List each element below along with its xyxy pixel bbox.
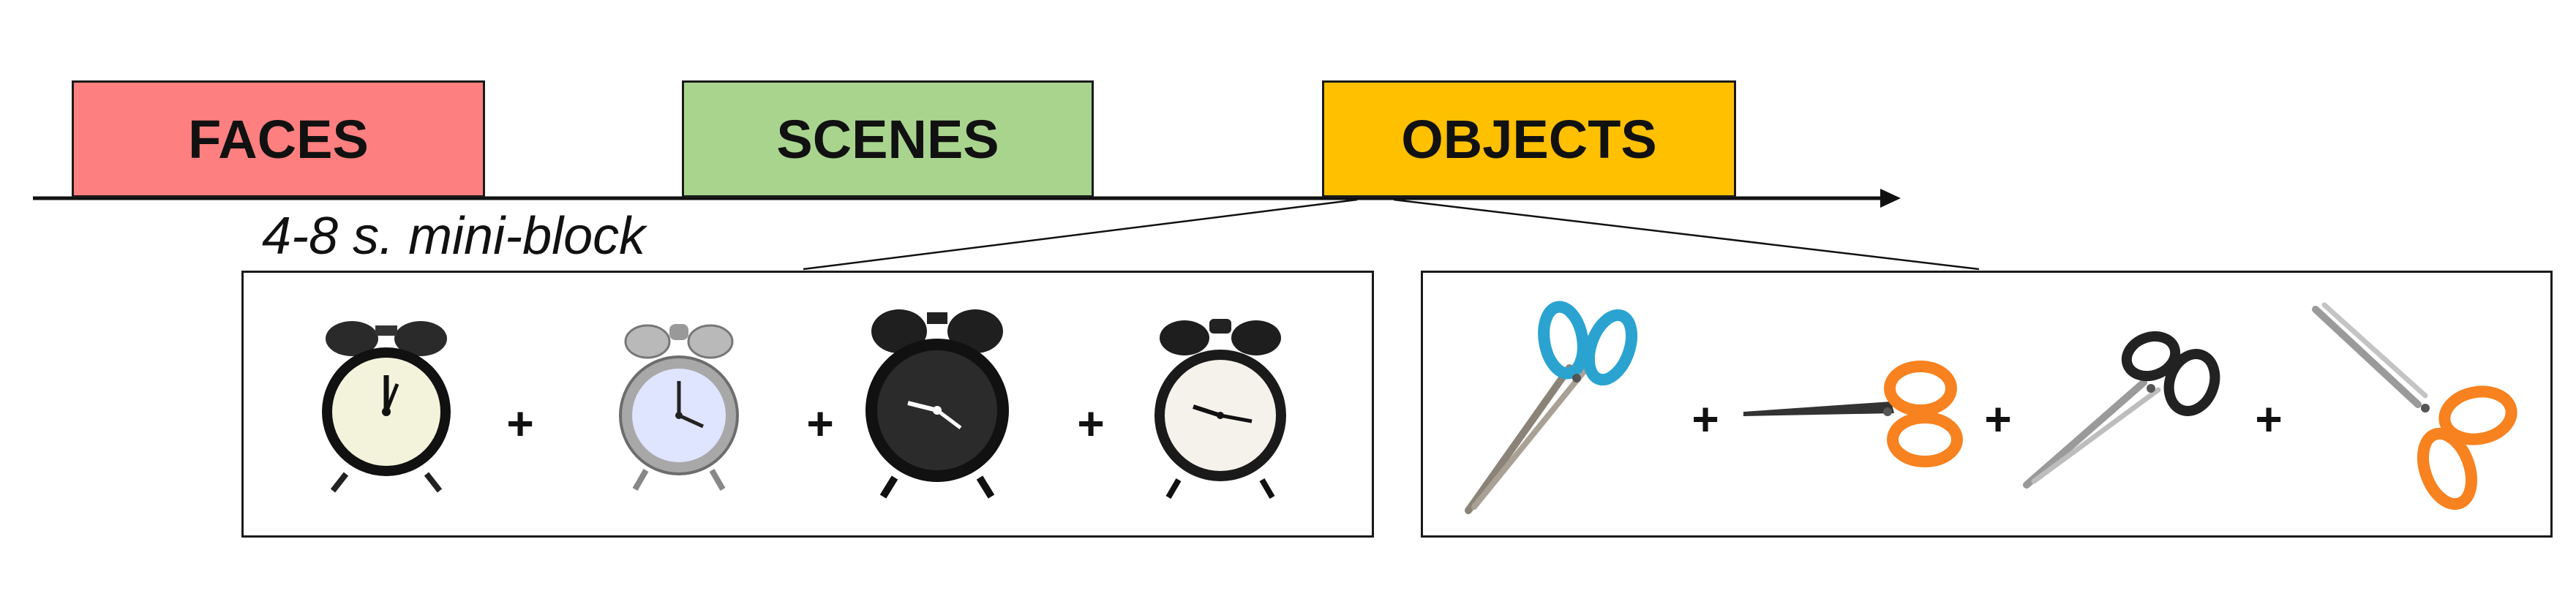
block-objects-label: OBJECTS (1401, 108, 1657, 170)
timeline-arrowhead (1880, 189, 1901, 208)
separator-plus: + (1984, 393, 2012, 445)
mini-block-panel-scissors: + + + (1421, 271, 2553, 538)
block-scenes: SCENES (682, 80, 1094, 197)
alarm-clock-icon (619, 324, 739, 491)
separator-plus: + (1691, 393, 1719, 445)
zoom-line-left (803, 198, 1358, 271)
separator-plus: + (506, 397, 534, 450)
separator-plus: + (2255, 393, 2283, 445)
block-faces-label: FACES (188, 108, 369, 170)
alarm-clock-icon (1154, 319, 1286, 500)
zoom-line-right (1393, 198, 1980, 271)
block-objects: OBJECTS (1322, 80, 1736, 197)
block-scenes-label: SCENES (776, 108, 999, 170)
mini-block-panel-clocks: + + + (241, 271, 1374, 538)
alarm-clock-icon (322, 321, 451, 493)
separator-plus: + (1077, 397, 1105, 450)
scissors-icon (2312, 302, 2517, 511)
alarm-clock-icon (865, 309, 1009, 499)
scissors-icon (1743, 361, 1963, 467)
separator-plus: + (806, 397, 834, 450)
block-faces: FACES (72, 80, 485, 197)
mini-block-duration-caption: 4-8 s. mini-block (262, 207, 646, 265)
scissors-icon (1465, 301, 1638, 514)
scissors-icon (2023, 331, 2220, 489)
